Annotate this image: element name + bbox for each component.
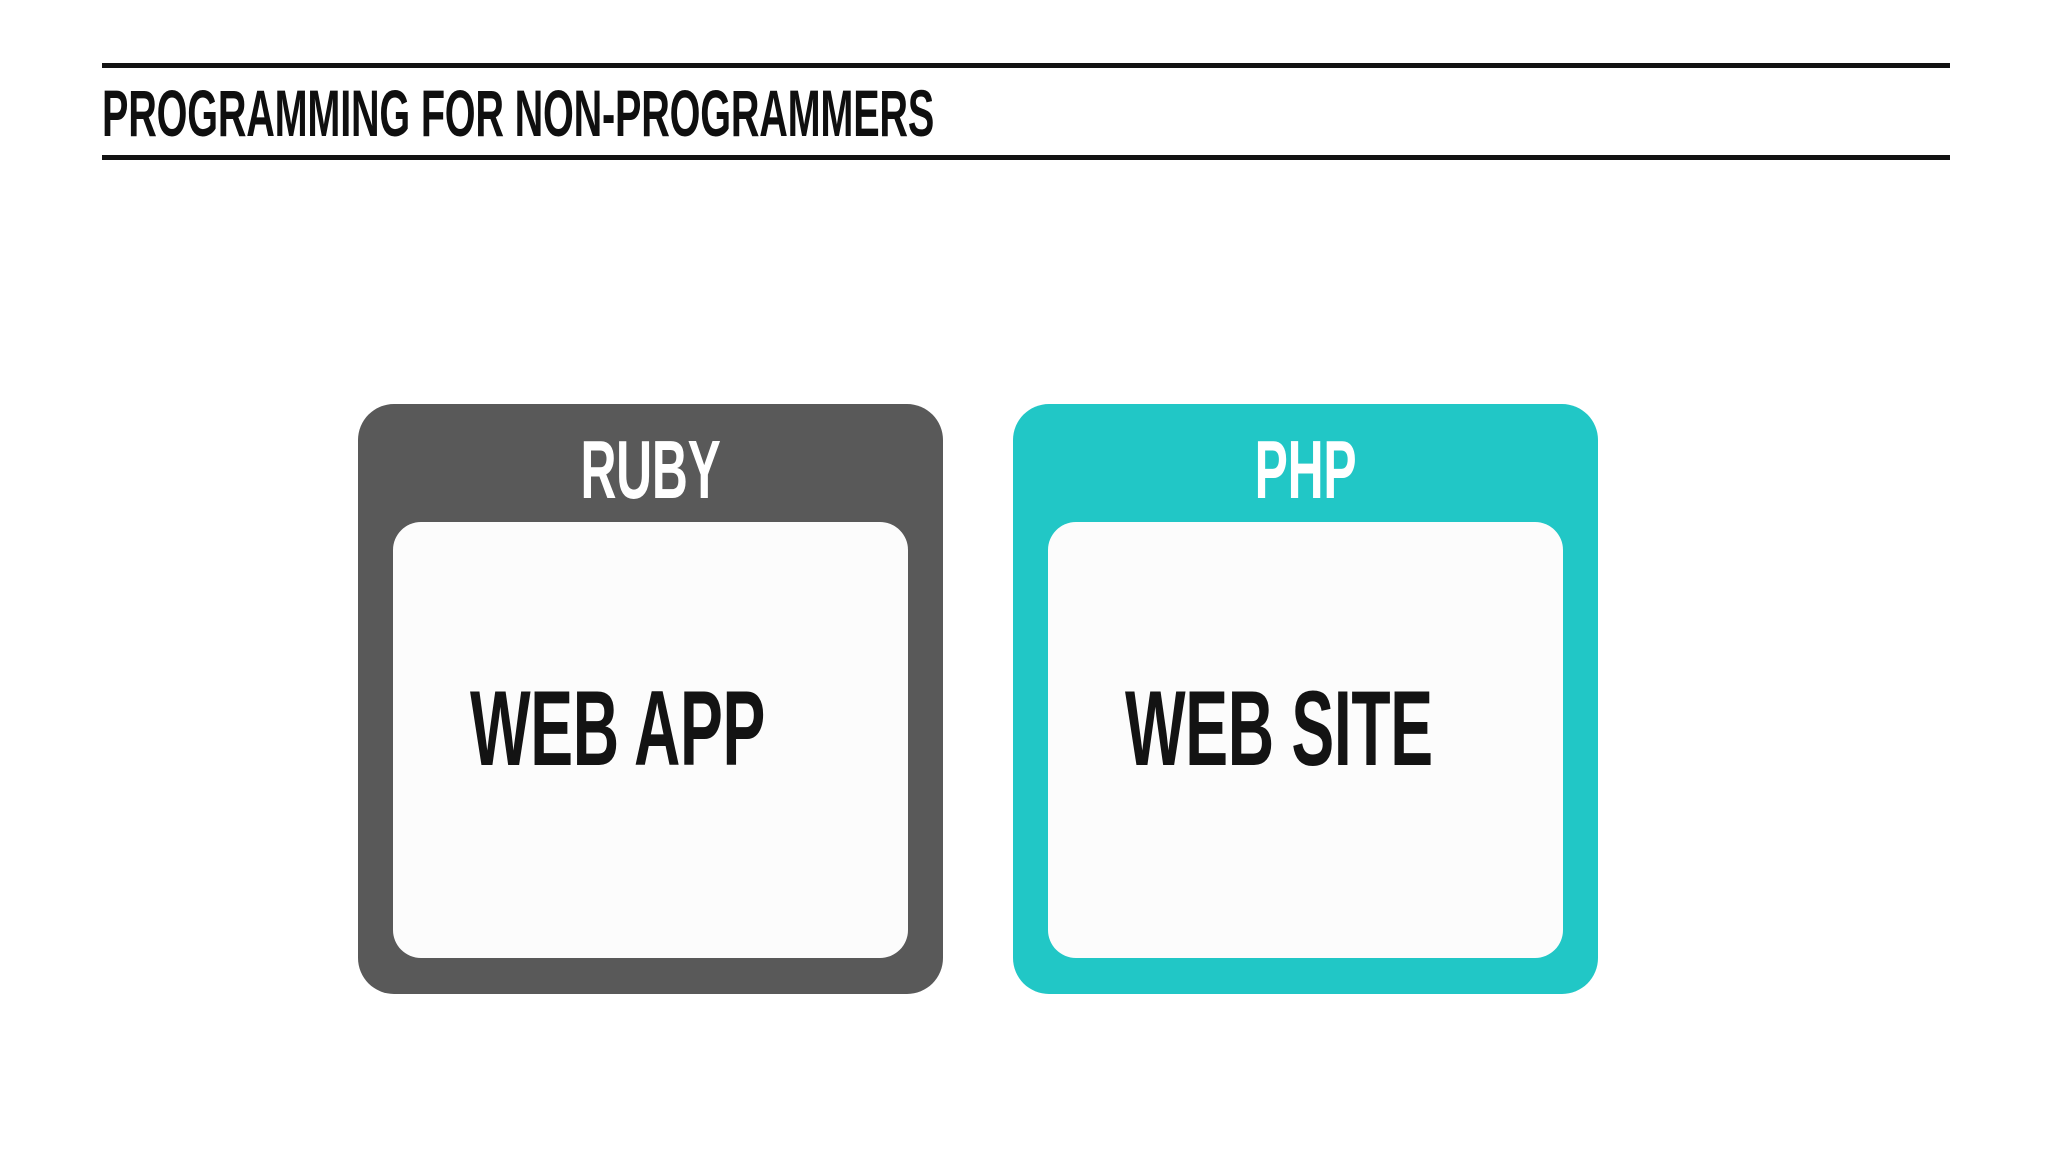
title-rule-bottom: [102, 155, 1950, 160]
page-title: PROGRAMMING FOR NON-PROGRAMMERS: [102, 76, 935, 150]
card-ruby: RUBY WEB APP: [358, 404, 943, 994]
title-rule-top: [102, 63, 1950, 68]
card-ruby-artifact-label: WEB APP: [470, 668, 765, 788]
card-php-artifact-label: WEB SITE: [1125, 668, 1433, 788]
card-ruby-inner-box: WEB APP: [393, 522, 908, 958]
card-ruby-language-label: RUBY: [580, 423, 721, 516]
card-php-inner-box: WEB SITE: [1048, 522, 1563, 958]
card-php: PHP WEB SITE: [1013, 404, 1598, 994]
card-php-language-label: PHP: [1254, 423, 1357, 516]
